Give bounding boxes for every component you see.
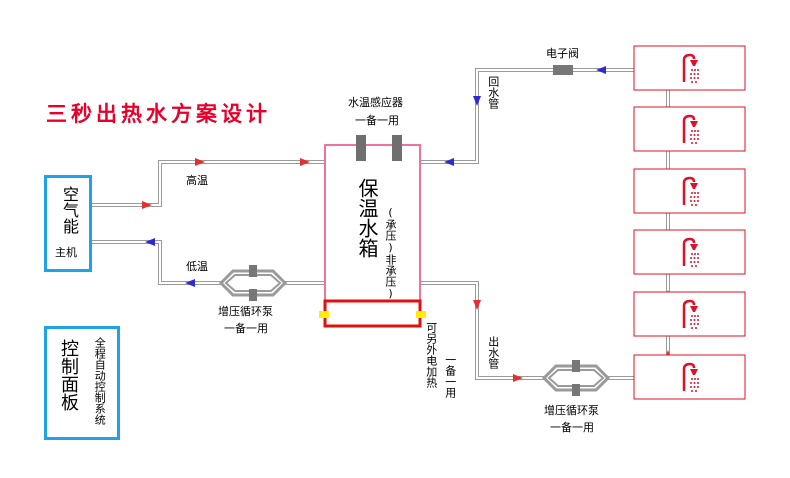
control-panel-label: 控制面板	[58, 339, 79, 411]
arrow-hot	[513, 374, 523, 382]
valve-label: 电子阀	[546, 47, 579, 60]
heater-note: 可另外电加热	[424, 322, 438, 388]
shower-icon	[682, 114, 699, 144]
arrow-cold	[145, 238, 155, 246]
outlet-pipe-label: 出水管	[486, 336, 500, 369]
right-pump	[541, 360, 611, 396]
shower-box	[633, 45, 746, 91]
arrow-cold	[444, 158, 454, 166]
arrow-hot	[473, 300, 481, 310]
sensor-label: 水温感应器	[348, 96, 403, 109]
diagram-title: 三秒出热水方案设计	[46, 101, 271, 126]
shower-icon	[682, 237, 699, 267]
arrow-hot	[142, 201, 152, 209]
high-temp-label: 高温	[186, 174, 208, 187]
shower-icon	[682, 176, 699, 206]
shower-box	[633, 168, 746, 214]
arrow-hot	[300, 158, 310, 166]
electronic-valve	[553, 65, 573, 75]
sensor-spec: 一备一用	[355, 114, 399, 127]
tank-label: 保温水箱	[355, 178, 379, 258]
arrow-cold	[473, 96, 481, 106]
shower-box	[633, 106, 746, 152]
electric-heater	[323, 299, 422, 328]
pipe-outlet	[420, 281, 548, 380]
pipe-high-temp	[92, 160, 325, 207]
temp-sensor-1	[356, 135, 366, 161]
shower-box	[633, 354, 746, 400]
temp-sensor-2	[392, 135, 402, 161]
heater-terminal-right	[416, 311, 426, 318]
heater-terminal-left	[319, 311, 329, 318]
insulated-tank	[324, 144, 421, 302]
tank-type-label: (承压)非承压)	[384, 206, 397, 300]
control-panel-sublabel: 全程自动控制系统	[93, 337, 107, 425]
left-pump-label: 增压循环泵	[218, 305, 273, 318]
arrow-cold	[185, 279, 195, 287]
spare-label: 一备一用	[443, 354, 457, 398]
arrow-hot	[195, 158, 205, 166]
shower-icon	[682, 299, 699, 329]
shower-icon	[682, 53, 699, 83]
left-pump	[218, 265, 288, 301]
return-pipe-label: 回水管	[486, 76, 500, 109]
heat-pump-label: 空气能	[60, 186, 79, 234]
heat-pump-sublabel: 主机	[55, 246, 77, 259]
shower-units	[633, 45, 746, 400]
right-pump-spec: 一备一用	[550, 421, 594, 434]
arrow-cold	[596, 66, 606, 74]
right-pump-label: 增压循环泵	[544, 404, 599, 417]
shower-icon	[682, 362, 699, 392]
heat-pump-unit: 空气能 主机	[44, 175, 92, 272]
low-temp-label: 低温	[186, 260, 208, 273]
shower-box	[633, 229, 746, 275]
shower-box	[633, 291, 746, 337]
left-pump-spec: 一备一用	[224, 322, 268, 335]
control-panel: 控制面板 全程自动控制系统	[44, 326, 120, 440]
